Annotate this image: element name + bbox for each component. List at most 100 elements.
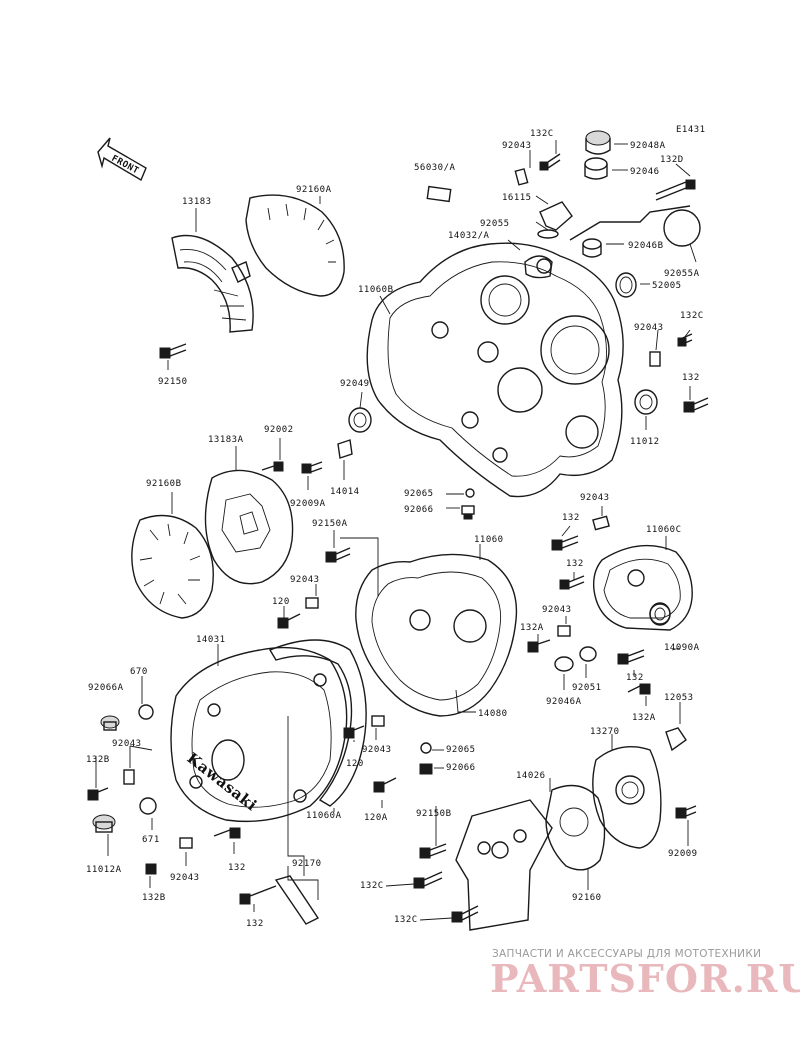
bushing-92046A xyxy=(554,656,574,672)
label-14026: 14026 xyxy=(516,771,546,781)
label-132D: 132D xyxy=(660,155,684,165)
label-132-r3: 132 xyxy=(566,559,584,569)
oring-92065-bot xyxy=(420,742,432,754)
plug-92066-bot xyxy=(419,763,433,775)
label-92066-bot: 92066 xyxy=(446,763,476,773)
bolt-132C-a xyxy=(413,871,443,889)
label-92046B: 92046B xyxy=(628,241,664,251)
bolt-132D xyxy=(655,179,696,201)
label-92065-top: 92065 xyxy=(404,489,434,499)
bolt-92150A xyxy=(325,547,351,563)
label-92066-top: 92066 xyxy=(404,505,434,515)
bolt-132B-b xyxy=(145,863,157,875)
oring-670 xyxy=(138,704,154,720)
bolt-92009 xyxy=(675,805,697,819)
label-92043-top: 92043 xyxy=(502,141,532,151)
front-label: FRONT xyxy=(110,154,141,177)
bolt-132A-b xyxy=(627,683,651,695)
seal-52005 xyxy=(615,272,637,298)
leader-lines xyxy=(95,140,697,921)
bolt-132A-a xyxy=(527,639,551,653)
dowel-92043-top xyxy=(514,168,529,186)
gasket-92160 xyxy=(545,784,606,871)
label-132C-a: 132C xyxy=(360,881,384,891)
label-56030A: 56030/A xyxy=(414,163,456,173)
watermark-logo: PARTSFOR.RU xyxy=(490,956,800,1001)
bolt-132-r2 xyxy=(551,535,579,551)
label-92160A: 92160A xyxy=(296,185,332,195)
seal-14090A xyxy=(649,602,671,626)
label-92055A: 92055A xyxy=(664,269,700,279)
plug-11012A xyxy=(92,814,116,833)
bolt-132B-a xyxy=(87,787,109,801)
label-132-bot: 132 xyxy=(246,919,264,929)
oring-92065-top xyxy=(465,488,475,498)
label-92043-c: 92043 xyxy=(362,745,392,755)
oring-92055 xyxy=(537,229,559,239)
crankcase-cover-11060B xyxy=(366,242,624,498)
label-11060A: 11060A xyxy=(306,811,342,821)
label-92055: 92055 xyxy=(480,219,510,229)
dowel-92043-bl xyxy=(179,837,193,849)
label-670: 670 xyxy=(130,667,148,677)
front-arrow-icon: FRONT xyxy=(97,137,147,182)
watermark-subtitle: ЗАПЧАСТИ И АКСЕССУАРЫ ДЛЯ МОТОТЕХНИКИ xyxy=(492,948,762,960)
label-92043-r2: 92043 xyxy=(580,493,610,503)
cover-13270 xyxy=(592,746,662,849)
seal-11012 xyxy=(634,389,658,415)
shield-13183A xyxy=(204,469,294,585)
dowel-92043-c xyxy=(371,715,385,727)
label-132A-b: 132A xyxy=(632,713,656,723)
label-132C-b: 132C xyxy=(394,915,418,925)
cover-11060C xyxy=(592,544,693,631)
bolt-132-bot xyxy=(239,885,277,905)
label-14080: 14080 xyxy=(478,709,508,719)
label-16115: 16115 xyxy=(502,193,532,203)
dowel-92043-mid xyxy=(305,597,319,609)
label-52005: 52005 xyxy=(652,281,682,291)
bracket-92170 xyxy=(274,875,320,925)
label-11060B: 11060B xyxy=(358,285,394,295)
label-92043-mid: 92043 xyxy=(290,575,320,585)
dowel-92043-r1 xyxy=(649,351,661,367)
guard-14026 xyxy=(455,799,553,931)
label-92150A: 92150A xyxy=(312,519,348,529)
label-132-bl: 132 xyxy=(228,863,246,873)
label-120A: 120A xyxy=(364,813,388,823)
label-132B-a: 132B xyxy=(86,755,110,765)
label-671: 671 xyxy=(142,835,160,845)
bolt-132-r3 xyxy=(559,575,585,590)
oring-92055A xyxy=(663,209,701,247)
plug-92066A xyxy=(100,715,120,731)
label-132C-top: 132C xyxy=(530,129,554,139)
label-11060: 11060 xyxy=(474,535,504,545)
label-92009A: 92009A xyxy=(290,499,326,509)
label-92049: 92049 xyxy=(340,379,370,389)
label-92160B: 92160B xyxy=(146,479,182,489)
label-56030A xyxy=(426,185,452,203)
bolt-120-b xyxy=(343,725,365,739)
bolt-132-bl xyxy=(213,827,241,839)
label-132-r4: 132 xyxy=(626,673,644,683)
label-92046-top: 92046 xyxy=(630,167,660,177)
dowel-92043-r3 xyxy=(557,625,571,637)
gasket-92160A xyxy=(245,194,345,297)
label-92043-r1: 92043 xyxy=(634,323,664,333)
label-14032A: 14032/A xyxy=(448,231,490,241)
bolt-92150 xyxy=(159,343,187,359)
bolt-92150B xyxy=(419,843,447,859)
label-11060C: 11060C xyxy=(646,525,682,535)
label-120-b: 120 xyxy=(346,759,364,769)
label-12053: 12053 xyxy=(664,693,694,703)
label-14031: 14031 xyxy=(196,635,226,645)
bolt-132C-r1 xyxy=(677,333,693,347)
label-92043-left: 92043 xyxy=(112,739,142,749)
label-120-a: 120 xyxy=(272,597,290,607)
label-92150B: 92150B xyxy=(416,809,452,819)
label-92048A: 92048A xyxy=(630,141,666,151)
washer-14014 xyxy=(337,439,353,459)
oring-671 xyxy=(139,797,157,815)
ref-code: E1431 xyxy=(676,125,706,135)
dowel-92043-r2 xyxy=(592,515,610,531)
